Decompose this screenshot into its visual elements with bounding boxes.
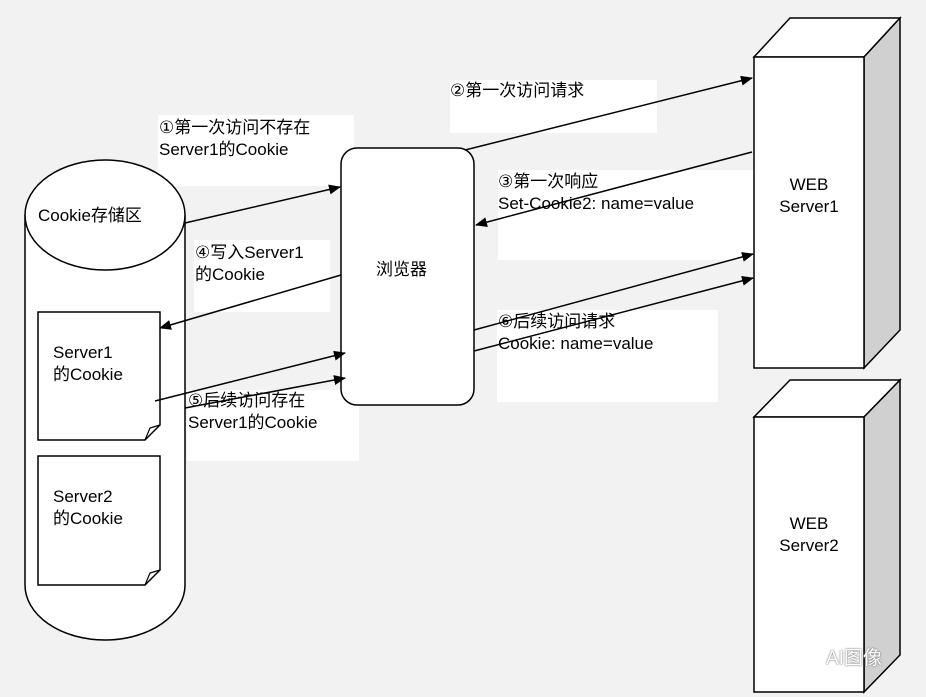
wechat-logo-icon [786,643,819,669]
arrow-step5a [154,350,346,402]
step5-label: ⑤后续访问存在 Server1的Cookie [188,391,318,432]
server2-label: WEB Server2 [779,514,839,555]
arrow-step1 [184,184,341,224]
step6-label: ⑥后续访问请求 Cookie: name=value [498,312,654,353]
step1-label-bg [158,115,354,186]
server1-label: WEB Server1 [779,175,839,216]
server1-cookie-document [37,311,161,441]
storage-title: Cookie存储区 [38,206,142,225]
step4-label: ④写入Server1 的Cookie [195,243,304,284]
arrow-step3 [475,151,753,228]
arrow-step6a [473,252,754,331]
step6-label-bg [497,310,718,402]
watermark-text: AI图像 [826,648,882,669]
storage-doc2-label: Server2 的Cookie [53,487,123,528]
browser-label: 浏览器 [376,260,427,279]
arrow-step4 [159,274,342,330]
web-server2-box [752,378,902,694]
server2-cookie-document [37,455,161,586]
arrow-step2 [464,75,753,151]
step4-label-bg [194,240,330,312]
step1-label: ①第一次访问不存在 Server1的Cookie [159,118,311,159]
arrow-step6b [473,275,754,352]
web-server1-box [752,16,902,370]
step2-label-bg [450,80,657,133]
storage-doc1-label: Server1 的Cookie [53,343,123,384]
browser-box [340,147,475,406]
step3-label: ③第一次响应 Set-Cookie2: name=value [498,172,695,213]
step2-label: ②第一次访问请求 [450,81,585,100]
arrow-step5b [184,375,346,409]
